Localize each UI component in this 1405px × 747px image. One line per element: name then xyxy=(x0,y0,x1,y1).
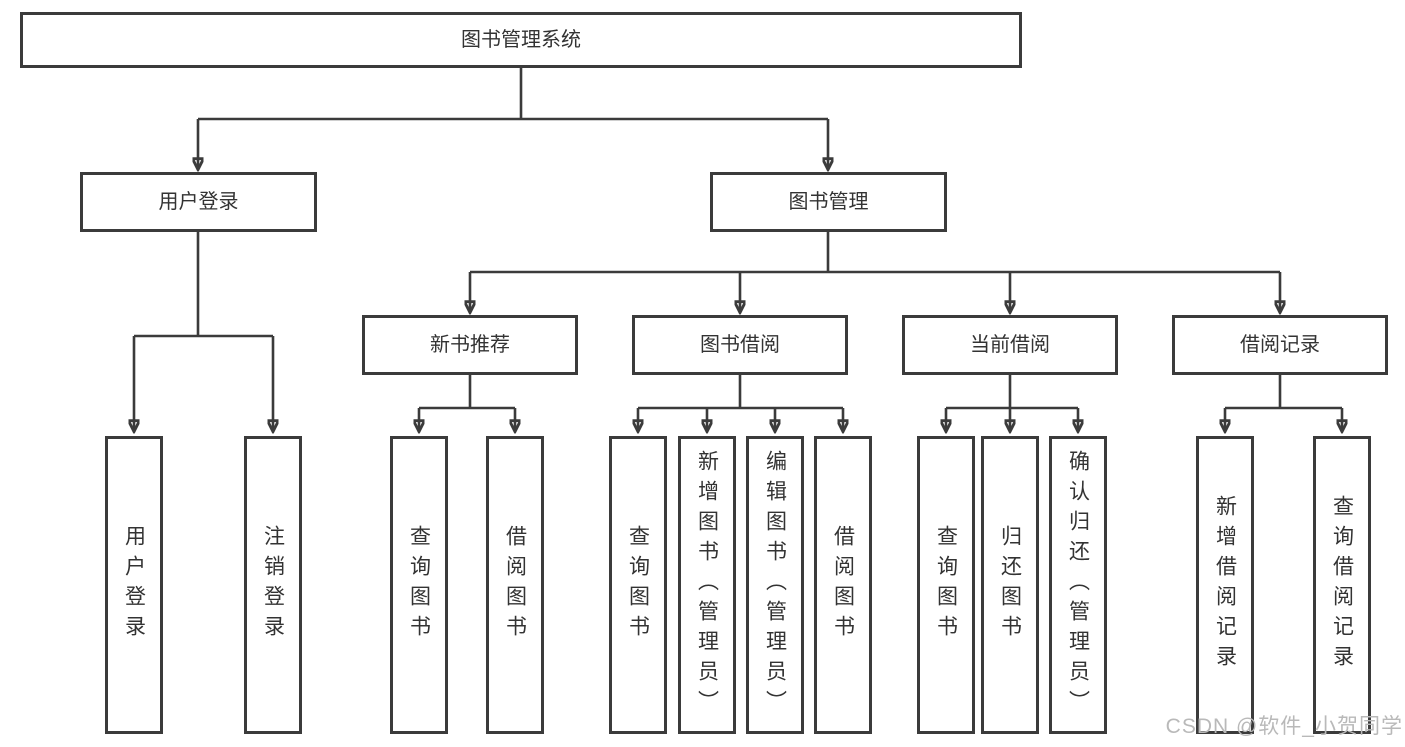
csdn-watermark: CSDN @软件_小贺同学 xyxy=(1165,715,1403,738)
leaf-query-books-1: 查询图书 xyxy=(390,436,448,734)
leaf-edit-books-admin: 编辑图书（管理员） xyxy=(746,436,804,734)
leaf-logout: 注销登录 xyxy=(244,436,302,734)
node-user-login: 用户登录 xyxy=(80,172,317,232)
node-book-borrowing: 图书借阅 xyxy=(632,315,848,375)
leaf-add-books-admin: 新增图书（管理员） xyxy=(678,436,736,734)
node-root: 图书管理系统 xyxy=(20,12,1022,68)
leaf-query-books-2: 查询图书 xyxy=(609,436,667,734)
leaf-user-login: 用户登录 xyxy=(105,436,163,734)
leaf-add-borrow-record: 新增借阅记录 xyxy=(1196,436,1254,734)
leaf-query-books-3: 查询图书 xyxy=(917,436,975,734)
leaf-confirm-return-admin: 确认归还（管理员） xyxy=(1049,436,1107,734)
leaf-query-borrow-record: 查询借阅记录 xyxy=(1313,436,1371,734)
node-new-book-recommendation: 新书推荐 xyxy=(362,315,578,375)
leaf-borrow-books-2: 借阅图书 xyxy=(814,436,872,734)
node-current-borrowing: 当前借阅 xyxy=(902,315,1118,375)
node-borrowing-records: 借阅记录 xyxy=(1172,315,1388,375)
leaf-return-books: 归还图书 xyxy=(981,436,1039,734)
node-book-management: 图书管理 xyxy=(710,172,947,232)
leaf-borrow-books-1: 借阅图书 xyxy=(486,436,544,734)
